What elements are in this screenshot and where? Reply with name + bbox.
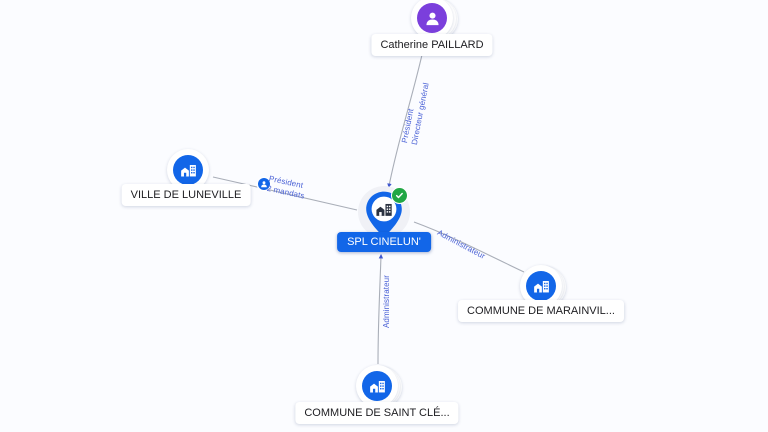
node-label-catherine-paillard[interactable]: Catherine PAILLARD [371,34,493,56]
building-icon [362,371,392,401]
edge-path-commune-de-marainville [413,221,525,273]
edge-path-commune-de-saint-cle [377,253,384,365]
map-pin-marker [364,187,408,238]
node-avatar-stack [411,0,458,39]
check-badge-icon [391,187,408,204]
edge-path-catherine-paillard [387,45,425,189]
edge-path-ville-de-luneville [212,176,358,211]
person-badge-icon [258,178,270,190]
node-label-commune-de-marainville[interactable]: COMMUNE DE MARAINVIL... [458,300,624,322]
node-label-commune-de-saint-cle[interactable]: COMMUNE DE SAINT CLÉ... [295,402,459,424]
person-icon [417,3,447,33]
node-label-ville-de-luneville[interactable]: VILLE DE LUNEVILLE [121,184,251,206]
building-icon [173,155,203,185]
node-avatar-stack [356,365,402,407]
building-icon [526,271,556,301]
node-label-spl-cinelun[interactable]: SPL CINELUN' [337,232,431,252]
